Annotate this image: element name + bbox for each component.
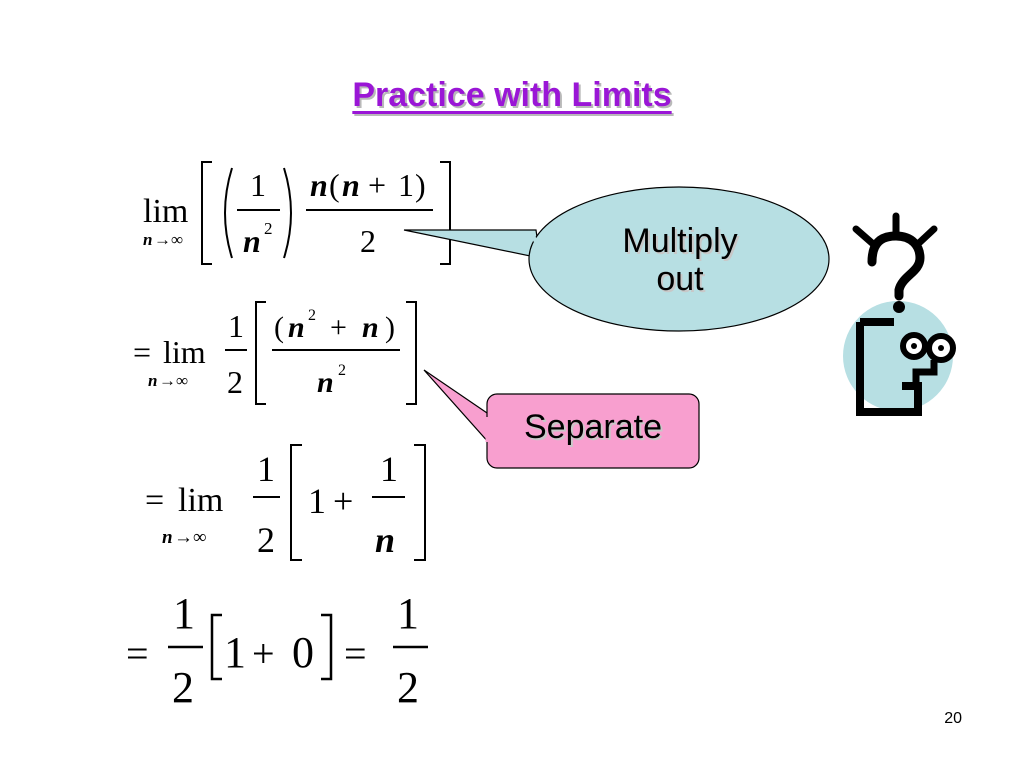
right-bracket-2: [406, 301, 417, 405]
equals-4a: =: [126, 631, 149, 676]
frac2-num-one: 1: [398, 167, 414, 203]
equation-line-2: = lim n →∞ 1 2 ( n 2 + n ) n 2: [133, 301, 417, 405]
one-3: 1: [308, 481, 326, 521]
emphasis-stroke-right: [915, 225, 938, 247]
left-bracket-4: [210, 613, 222, 681]
confused-person-with-question-mark-icon: [843, 212, 956, 416]
question-mark: [867, 231, 925, 301]
plus-3: +: [333, 481, 353, 521]
page-number: 20: [944, 710, 962, 727]
frac-den-n-3: n: [375, 520, 395, 560]
right-paren-1: [283, 167, 292, 259]
den-sq-2: 2: [338, 362, 346, 379]
figure-circle: [843, 301, 953, 411]
frac2-den: 2: [360, 223, 376, 259]
left-bracket-1: [201, 161, 212, 265]
frac2-num-paren-close: ): [415, 167, 426, 203]
frac1-den-n: n: [243, 223, 261, 259]
lim-3: lim: [178, 482, 223, 519]
num-n-2: n: [288, 311, 305, 344]
zero-4: 0: [292, 628, 314, 677]
equation-line-1: lim n →∞ 1 n 2 n ( n + 1 ) 2: [143, 161, 451, 265]
left-bracket-3: [290, 444, 302, 561]
lim-1: lim: [143, 193, 188, 230]
num-paren-close-2: ): [385, 311, 395, 344]
lim-sub-n-1: n: [143, 230, 152, 249]
half-num-2: 1: [228, 308, 244, 344]
equals-2: =: [133, 334, 151, 370]
num-n2-2: n: [362, 311, 379, 344]
frac-num-3: 1: [380, 449, 398, 489]
separate-text: Separate: [524, 408, 662, 446]
frac1-den-sq: 2: [264, 219, 273, 238]
right-bracket-3: [414, 444, 426, 561]
equation-line-4: = 1 2 1 + 0 = 1 2: [126, 589, 428, 712]
half-den-3: 2: [257, 520, 275, 560]
result-num-4: 1: [397, 589, 419, 638]
lim-sub-arrow-3: →∞: [174, 527, 207, 548]
num-sq-2: 2: [308, 307, 316, 324]
multiply-callout-tail: [403, 229, 541, 259]
frac1-num: 1: [250, 167, 266, 203]
equation-line-3: = lim n →∞ 1 2 1 + 1 n: [145, 444, 426, 561]
equals-4b: =: [344, 631, 367, 676]
num-paren-open-2: (: [274, 311, 284, 344]
figure-pupil-left: [911, 343, 917, 349]
multiply-out-line2: out: [656, 260, 704, 299]
emphasis-stroke-left: [852, 225, 876, 247]
frac2-num-plus: +: [368, 167, 386, 203]
num-plus-2: +: [330, 311, 347, 344]
separate-callout-tail: [423, 369, 491, 446]
frac2-num-n1: n: [310, 167, 328, 203]
figure-pupil-right: [938, 345, 944, 351]
multiply-callout-seam: [529, 231, 545, 257]
right-bracket-4: [321, 613, 333, 681]
plus-4: +: [252, 631, 275, 676]
frac2-num-paren-open: (: [329, 167, 340, 203]
den-n-2: n: [317, 366, 334, 399]
slide-title: Practice with Limits: [352, 76, 672, 114]
right-bracket-1: [440, 161, 451, 265]
half-den-2: 2: [227, 364, 243, 400]
figure-mouth: [912, 360, 938, 386]
lim-sub-n-2: n: [148, 371, 157, 390]
multiply-out-text: Multiply out: [580, 222, 780, 298]
multiply-out-line1: Multiply: [622, 222, 738, 260]
lim-sub-arrow-2: →∞: [159, 371, 188, 390]
frac2-num-n2: n: [342, 167, 360, 203]
half-num-4: 1: [173, 589, 195, 638]
multiply-out-callout: [403, 186, 830, 332]
half-den-4: 2: [172, 663, 194, 712]
result-den-4: 2: [397, 663, 419, 712]
equals-3: =: [145, 482, 164, 519]
question-dot: [893, 301, 905, 313]
lim-sub-arrow-1: →∞: [154, 230, 183, 249]
lim-sub-n-3: n: [162, 527, 173, 548]
multiply-callout-bubble: [528, 186, 830, 332]
lim-2: lim: [163, 334, 206, 370]
separate-callout: [423, 369, 700, 469]
left-bracket-2: [255, 301, 266, 405]
left-paren-1: [224, 167, 233, 259]
half-num-3: 1: [257, 449, 275, 489]
one-4: 1: [224, 628, 246, 677]
